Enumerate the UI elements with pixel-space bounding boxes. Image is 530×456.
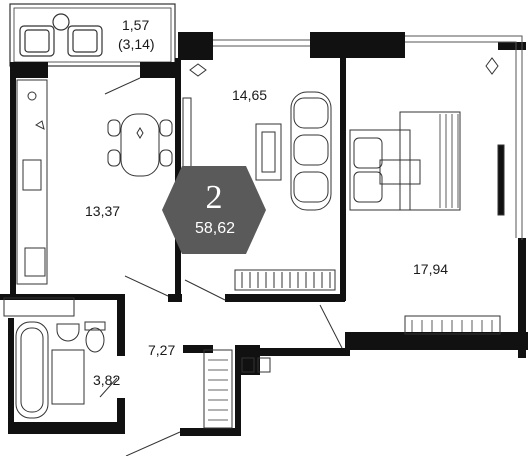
armchair-right [67,25,103,57]
kitchen-north-wall-right [140,62,180,78]
living-window [213,39,310,47]
door-swing [124,275,169,297]
balcony-area-coefficient: (3,14) [118,36,155,52]
bedroom-window [405,35,523,240]
hallway-east-wall-lower [235,370,241,435]
door-swing [99,377,118,398]
kitchen-sink [27,91,37,101]
living-bedroom-north-wall [310,32,405,58]
bathroom-fixtures [3,297,118,419]
door-swing [184,279,226,301]
total-area: 58,62 [194,220,236,237]
bedroom-furniture [319,57,505,349]
washbasin [56,323,80,342]
sofa-cushion [293,97,329,129]
door-swing [104,77,141,95]
bathroom-west-wall [8,318,14,433]
kitchen-counter [16,79,48,285]
table-decor-icon [136,127,144,139]
radiator-fins [241,272,331,288]
bath-mat [51,349,85,405]
bathroom-north-wall [0,294,125,300]
dining-table [120,113,160,177]
balcony-inner-outline [13,7,172,63]
sofa-cushion [293,171,329,203]
sofa [290,91,332,211]
bathroom-east-wall-lower [117,398,125,434]
utility-box [241,357,255,373]
hallway-north-east-wall [260,348,350,356]
pillow [353,171,383,203]
balcony-area: 1,57 [122,17,150,33]
kitchen-north-wall-left [10,62,48,78]
hallway-wardrobe [203,349,233,429]
hallway-south-wall [180,428,241,436]
bedroom-area: 17,94 [413,261,449,277]
plant-icon [189,63,207,77]
apartment-badge [162,166,266,254]
entrance-door-swing [125,431,181,456]
coffee-table [255,123,282,181]
wardrobe-lines [208,359,228,421]
balcony [9,3,176,67]
bathtub [15,321,49,419]
balcony-table [52,13,70,31]
bathtub-inner [20,327,44,413]
plant-icon [485,57,499,75]
bed-blanket-fold [379,159,421,185]
stove [22,159,42,191]
kitchen-plant [35,120,45,130]
bathroom-east-wall-upper [117,294,125,356]
kitchen-area: 13,37 [85,203,121,219]
bedroom-south-wall [345,332,528,350]
living-south-wall [225,294,345,302]
living-north-wall-left [178,32,213,60]
toilet-tank [84,321,106,331]
armchair-left [19,25,55,57]
bathroom-south-wall [8,422,123,434]
bathroom-area: 3,82 [93,372,121,388]
dining-chair [159,119,173,137]
kitchen-south-corner [168,294,182,302]
sofa-cushion [293,134,329,166]
hallway-furniture [125,349,271,456]
living-room-area: 14,65 [232,87,268,103]
rooms-count: 2 [205,179,223,216]
hallway-area: 7,27 [148,342,176,358]
bed-mattress [349,129,411,211]
bedroom-radiator [404,315,501,335]
walls [0,32,528,436]
wardrobe [497,144,505,216]
bedroom-ne-corner [498,42,526,50]
balcony-outline [9,3,176,67]
dining-chair [107,149,121,167]
bed-frame [399,111,461,211]
utility-box [257,357,271,373]
bedroom-east-wall-lower [518,238,526,358]
bed-lines [411,114,493,332]
living-bedroom-wall [340,56,346,301]
kitchen-west-wall [10,62,16,294]
kitchen-furniture [16,77,173,297]
pillow [353,137,383,169]
living-furniture [182,63,336,301]
dining-chair [107,119,121,137]
toilet-bowl [85,327,105,353]
bath-cabinets [3,297,75,317]
radiator [234,269,336,291]
fridge [24,247,46,277]
dining-chair [159,149,173,167]
coffee-table-inner [261,131,276,173]
hallway-north-wall [183,345,213,353]
door-swing [319,304,343,349]
